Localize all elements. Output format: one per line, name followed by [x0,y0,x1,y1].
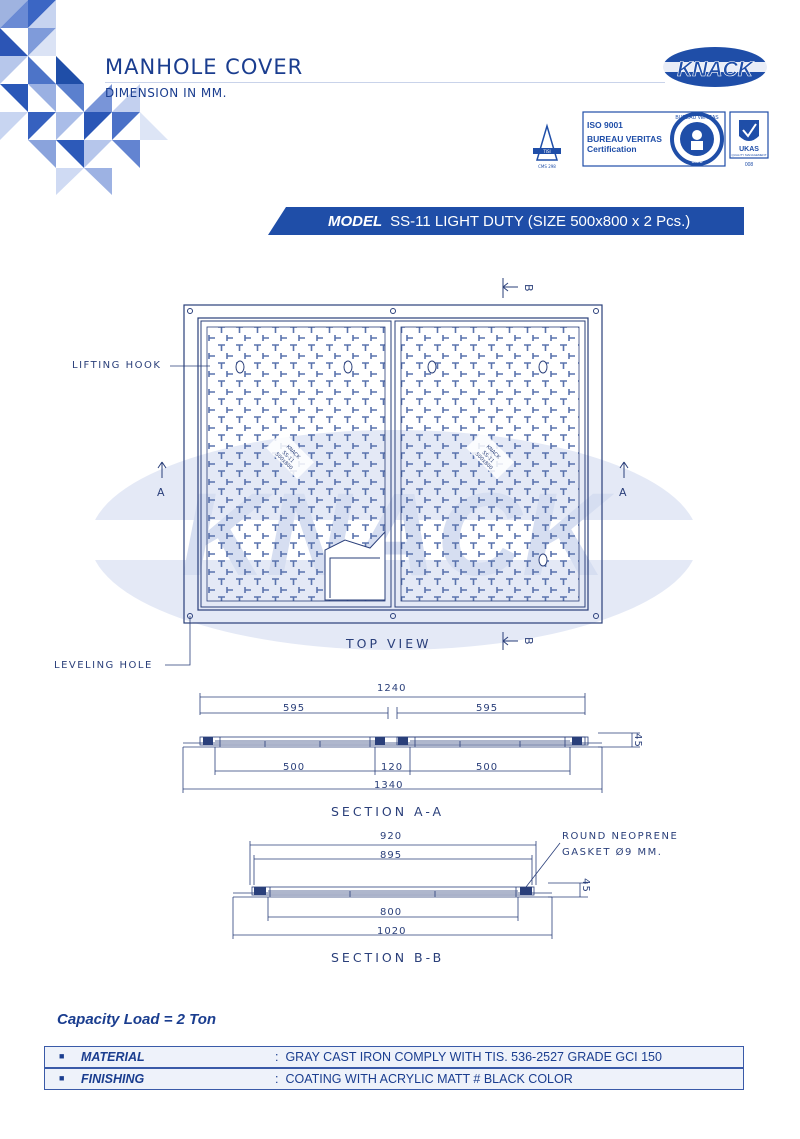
top-view-drawing: KNACK SS-11 500x800 KNACK SS-11 500x800 [157,278,629,666]
section-b-bottom-label: B [522,636,536,647]
spec-key: MATERIAL [81,1050,145,1064]
section-bb-drawing [232,841,588,939]
iso-label: ISO 9001 [587,120,623,130]
spec-key: FINISHING [81,1072,145,1086]
model-label: MODEL [328,213,383,230]
model-banner [268,207,744,235]
dim-bb-height: 45 [579,878,591,893]
section-a-left-arrow-icon [157,461,167,478]
tis-mark-label: TISI [542,149,550,154]
spec-row-finishing: ■ FINISHING : COATING WITH ACRYLIC MATT … [44,1068,744,1090]
model-value: SS-11 LIGHT DUTY (SIZE 500x800 x 2 Pcs.) [390,213,691,230]
certification-label: Certification [587,144,637,154]
dim-aa-overall-top: 1240 [377,683,407,694]
section-b-top-arrow-icon [502,278,518,298]
bureau-veritas-seal-icon: BUREAU VERITAS 1828 [670,112,724,166]
bureau-veritas-ring: BUREAU VERITAS [675,115,719,121]
section-b-bottom-arrow-icon [502,632,518,650]
dim-bb-top: 920 [380,831,403,842]
ukas-sub-label: QUALITY MANAGEMENT [731,153,766,157]
ukas-number: 008 [745,162,754,168]
triangle-mosaic-decoration [0,0,168,195]
spec-bullet: ■ [59,1073,65,1083]
top-view-caption: TOP VIEW [346,636,432,651]
ukas-check-icon [742,123,757,138]
dim-aa-overall-bottom: 1340 [374,780,404,791]
section-bb-caption: SECTION B-B [331,950,445,965]
bureau-veritas-year: 1828 [691,159,702,165]
capacity-load: Capacity Load = 2 Ton [57,1011,217,1028]
ukas-label: UKAS [739,146,759,153]
tis-number: CMS 298 [538,164,556,169]
header-divider [105,82,665,83]
model-text: MODEL SS-11 LIGHT DUTY (SIZE 500x800 x 2 … [328,213,690,230]
certification-badges: TISI CMS 298 ISO 9001 BUREAU VERITAS Cer… [533,111,769,169]
spec-value: : GRAY CAST IRON COMPLY WITH TIS. 536-25… [275,1050,662,1064]
section-a-left-label: A [157,486,167,499]
section-a-right-arrow-icon [619,461,629,478]
dim-aa-height: 45 [631,733,643,748]
spec-bullet: ■ [59,1051,65,1061]
right-cover-panel: KNACK SS-11 500x800 [394,320,586,608]
page-title: MANHOLE COVER [105,55,304,79]
dim-aa-right-bottom: 500 [476,762,499,773]
dim-bb-inner: 895 [380,850,403,861]
spec-row-material: ■ MATERIAL : GRAY CAST IRON COMPLY WITH … [44,1046,744,1068]
dim-aa-middle-bottom: 120 [381,762,404,773]
ukas-crown-icon [739,120,759,141]
leveling-hole-label: LEVELING HOLE [54,660,153,671]
section-aa-caption: SECTION A-A [331,804,445,819]
dim-aa-right-top: 595 [476,703,499,714]
leveling-hole-leader [165,616,191,666]
dim-aa-left-top: 595 [283,703,306,714]
tis-mark-icon: TISI CMS 298 [533,123,561,169]
leveling-holes [187,308,599,619]
dim-bb-bottom-inner: 800 [380,907,403,918]
logo-wordmark: KNACK [677,58,755,81]
dim-bb-overall: 1020 [377,926,407,937]
dim-aa-left-bottom: 500 [283,762,306,773]
knack-logo: KNACK [662,47,768,87]
spec-value: : COATING WITH ACRYLIC MATT # BLACK COLO… [275,1072,573,1086]
section-aa-drawing [182,693,640,793]
gasket-label-line1: ROUND NEOPRENE [562,831,679,842]
lifting-hook-label: LIFTING HOOK [72,360,162,371]
gasket-label-line2: GASKET Ø9 MM. [562,847,663,858]
section-b-top-label: B [522,283,536,294]
section-a-right-label: A [619,486,629,499]
page-subtitle: DIMENSION IN MM. [105,86,227,100]
bureau-veritas-label: BUREAU VERITAS [587,134,662,144]
left-cover-panel: KNACK SS-11 500x800 [200,320,392,608]
